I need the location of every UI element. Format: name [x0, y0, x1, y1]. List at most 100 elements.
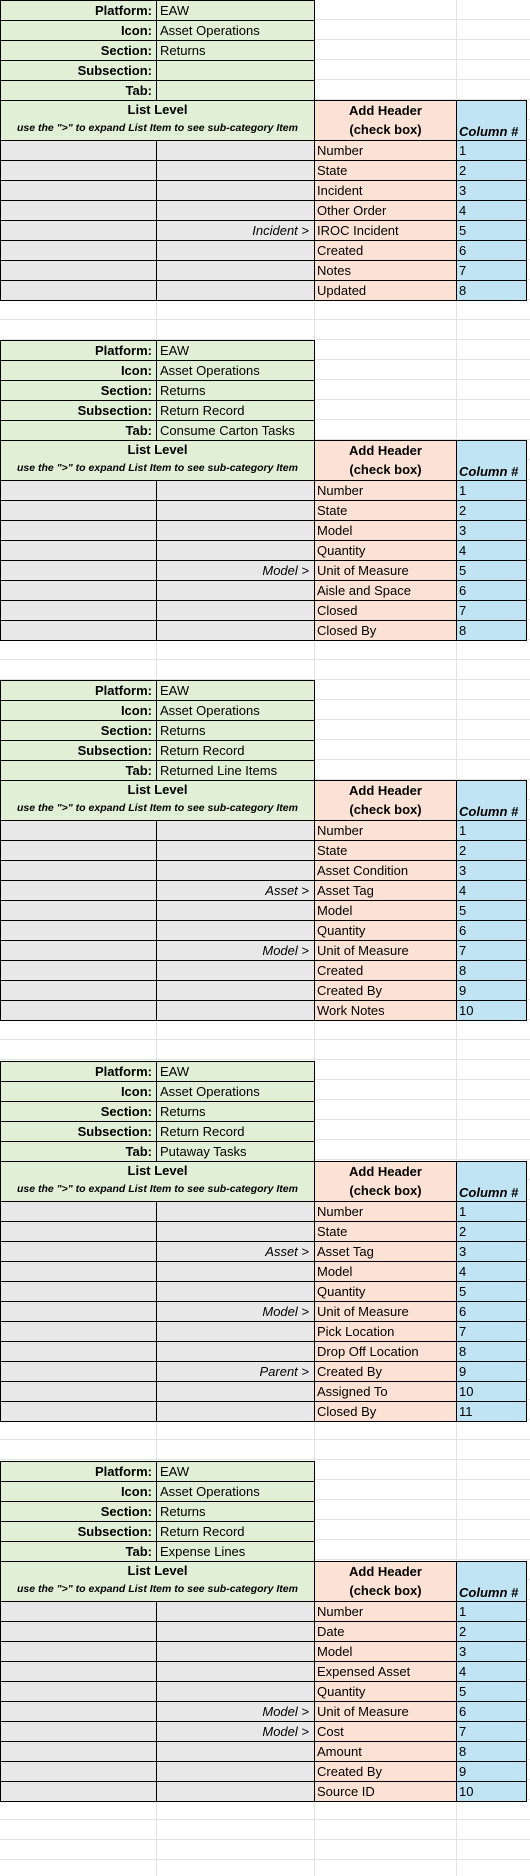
header-name-cell[interactable]: State — [314, 1221, 457, 1242]
list-level-subcategory-cell[interactable]: Model > — [156, 1721, 315, 1742]
list-level-cell[interactable] — [0, 480, 157, 501]
column-number-cell[interactable]: 7 — [456, 1321, 527, 1342]
column-number-cell[interactable]: 2 — [456, 160, 527, 181]
list-level-subcategory-cell[interactable]: Model > — [156, 940, 315, 961]
header-name-cell[interactable]: Asset Condition — [314, 860, 457, 881]
column-number-cell[interactable]: 2 — [456, 500, 527, 521]
list-level-cell[interactable] — [0, 1000, 157, 1021]
column-number-cell[interactable]: 9 — [456, 1761, 527, 1782]
list-level-cell[interactable] — [0, 180, 157, 201]
tab-value[interactable]: Putaway Tasks — [156, 1141, 315, 1162]
header-name-cell[interactable]: Created By — [314, 1761, 457, 1782]
icon-value[interactable]: Asset Operations — [156, 20, 315, 41]
list-level-cell[interactable] — [0, 1781, 157, 1802]
header-name-cell[interactable]: Created By — [314, 980, 457, 1001]
column-number-cell[interactable]: 3 — [456, 1641, 527, 1662]
column-number-cell[interactable]: 9 — [456, 980, 527, 1001]
list-level-subcategory-cell[interactable] — [156, 180, 315, 201]
column-number-cell[interactable]: 5 — [456, 220, 527, 241]
list-level-cell[interactable] — [0, 920, 157, 941]
section-value[interactable]: Returns — [156, 380, 315, 401]
list-level-subcategory-cell[interactable] — [156, 500, 315, 521]
list-level-subcategory-cell[interactable] — [156, 1341, 315, 1362]
list-level-subcategory-cell[interactable]: Incident > — [156, 220, 315, 241]
platform-value[interactable]: EAW — [156, 340, 315, 361]
list-level-subcategory-cell[interactable] — [156, 1761, 315, 1782]
tab-value[interactable]: Returned Line Items — [156, 760, 315, 781]
subsection-value[interactable]: Return Record — [156, 1521, 315, 1542]
column-number-cell[interactable]: 10 — [456, 1000, 527, 1021]
list-level-subcategory-cell[interactable] — [156, 1201, 315, 1222]
platform-value[interactable]: EAW — [156, 0, 315, 21]
header-name-cell[interactable]: State — [314, 840, 457, 861]
header-name-cell[interactable]: Number — [314, 820, 457, 841]
header-name-cell[interactable]: Model — [314, 1261, 457, 1282]
tab-value[interactable] — [156, 80, 315, 101]
column-number-cell[interactable]: 11 — [456, 1401, 527, 1422]
list-level-cell[interactable] — [0, 1341, 157, 1362]
tab-value[interactable]: Consume Carton Tasks — [156, 420, 315, 441]
list-level-cell[interactable] — [0, 1301, 157, 1322]
list-level-cell[interactable] — [0, 600, 157, 621]
list-level-subcategory-cell[interactable] — [156, 160, 315, 181]
column-number-cell[interactable]: 4 — [456, 1661, 527, 1682]
list-level-cell[interactable] — [0, 900, 157, 921]
list-level-cell[interactable] — [0, 1661, 157, 1682]
header-name-cell[interactable]: Created — [314, 240, 457, 261]
header-name-cell[interactable]: Number — [314, 140, 457, 161]
icon-value[interactable]: Asset Operations — [156, 1481, 315, 1502]
header-name-cell[interactable]: Asset Tag — [314, 1241, 457, 1262]
list-level-cell[interactable] — [0, 1761, 157, 1782]
section-value[interactable]: Returns — [156, 40, 315, 61]
column-number-cell[interactable]: 5 — [456, 560, 527, 581]
list-level-cell[interactable] — [0, 1741, 157, 1762]
header-name-cell[interactable]: Unit of Measure — [314, 940, 457, 961]
list-level-subcategory-cell[interactable] — [156, 1781, 315, 1802]
list-level-subcategory-cell[interactable] — [156, 580, 315, 601]
list-level-cell[interactable] — [0, 1201, 157, 1222]
header-name-cell[interactable]: Quantity — [314, 1281, 457, 1302]
list-level-subcategory-cell[interactable] — [156, 1221, 315, 1242]
column-number-cell[interactable]: 6 — [456, 580, 527, 601]
list-level-cell[interactable] — [0, 500, 157, 521]
list-level-subcategory-cell[interactable] — [156, 540, 315, 561]
header-name-cell[interactable]: Date — [314, 1621, 457, 1642]
column-number-cell[interactable]: 6 — [456, 920, 527, 941]
list-level-cell[interactable] — [0, 880, 157, 901]
column-number-cell[interactable]: 1 — [456, 140, 527, 161]
list-level-cell[interactable] — [0, 1721, 157, 1742]
column-number-cell[interactable]: 8 — [456, 280, 527, 301]
column-number-cell[interactable]: 4 — [456, 880, 527, 901]
list-level-subcategory-cell[interactable] — [156, 1741, 315, 1762]
list-level-subcategory-cell[interactable] — [156, 620, 315, 641]
list-level-cell[interactable] — [0, 820, 157, 841]
list-level-subcategory-cell[interactable] — [156, 1401, 315, 1422]
list-level-subcategory-cell[interactable] — [156, 1261, 315, 1282]
list-level-subcategory-cell[interactable] — [156, 1381, 315, 1402]
column-number-cell[interactable]: 3 — [456, 1241, 527, 1262]
header-name-cell[interactable]: State — [314, 160, 457, 181]
list-level-cell[interactable] — [0, 240, 157, 261]
header-name-cell[interactable]: State — [314, 500, 457, 521]
column-number-cell[interactable]: 4 — [456, 540, 527, 561]
header-name-cell[interactable]: Model — [314, 900, 457, 921]
header-name-cell[interactable]: Unit of Measure — [314, 1701, 457, 1722]
list-level-cell[interactable] — [0, 840, 157, 861]
header-name-cell[interactable]: Closed By — [314, 1401, 457, 1422]
header-name-cell[interactable]: IROC Incident — [314, 220, 457, 241]
list-level-cell[interactable] — [0, 1701, 157, 1722]
column-number-cell[interactable]: 5 — [456, 1681, 527, 1702]
header-name-cell[interactable]: Unit of Measure — [314, 1301, 457, 1322]
column-number-cell[interactable]: 1 — [456, 480, 527, 501]
tab-value[interactable]: Expense Lines — [156, 1541, 315, 1562]
header-name-cell[interactable]: Notes — [314, 260, 457, 281]
list-level-subcategory-cell[interactable] — [156, 840, 315, 861]
column-number-cell[interactable]: 5 — [456, 1281, 527, 1302]
platform-value[interactable]: EAW — [156, 1061, 315, 1082]
header-name-cell[interactable]: Updated — [314, 280, 457, 301]
list-level-cell[interactable] — [0, 1241, 157, 1262]
column-number-cell[interactable]: 2 — [456, 1621, 527, 1642]
list-level-cell[interactable] — [0, 1261, 157, 1282]
list-level-cell[interactable] — [0, 1621, 157, 1642]
list-level-subcategory-cell[interactable]: Model > — [156, 1301, 315, 1322]
